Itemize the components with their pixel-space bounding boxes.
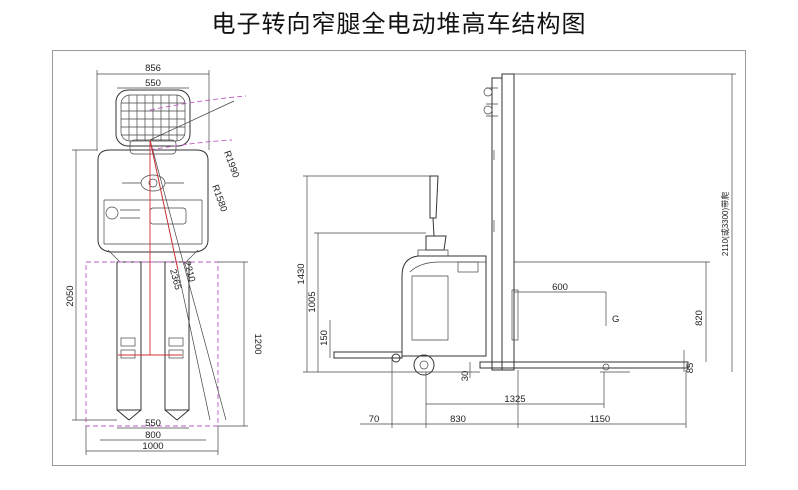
dim-r1990: R1990: [221, 149, 241, 179]
dim-1005: 1005: [307, 291, 318, 312]
dim-2050: 2050: [65, 285, 76, 306]
center-of-gravity-label: G: [612, 314, 619, 325]
drawing-frame: [52, 50, 746, 466]
dim-1000: 1000: [142, 441, 163, 452]
operator-platform: [115, 89, 191, 147]
fork-side: [479, 361, 689, 369]
dim-1200: 1200: [252, 333, 263, 354]
dim-1150: 1150: [590, 414, 610, 425]
dim-mast-height: 2110(或3300)带爬: [720, 192, 730, 256]
foot-platform: [333, 351, 403, 359]
dim-2210: 2210: [181, 260, 197, 283]
drive-wheel: [413, 354, 435, 376]
dim-r1580: R1580: [209, 183, 229, 213]
dim-70: 70: [369, 414, 380, 425]
truck-body-top: [97, 139, 209, 263]
r1990-arc: [149, 95, 247, 111]
dim-856: 856: [145, 63, 161, 74]
page-title: 电子转向窄腿全电动堆高车结构图: [211, 10, 587, 38]
pallet-outline: [85, 261, 219, 427]
dim-550-bottom: 550: [145, 418, 161, 429]
dim-820: 820: [694, 310, 705, 326]
dim-30: 30: [460, 371, 471, 382]
dim-550-top: 550: [145, 78, 161, 89]
dim-800: 800: [145, 430, 161, 441]
dim-1325: 1325: [504, 394, 525, 405]
dim-1430: 1430: [296, 263, 307, 284]
tiller: [425, 175, 447, 251]
dim-830: 830: [450, 414, 466, 425]
side-view: 1430 1005 150 600 G 820 2110(或3300)带爬 30…: [296, 73, 736, 428]
dim-150: 150: [319, 330, 330, 346]
dim-2365: 2365: [167, 268, 183, 291]
mast: [483, 73, 515, 371]
top-view: 856 550: [65, 63, 263, 455]
dim-85: 85: [685, 363, 696, 374]
truck-body-side: [401, 249, 487, 357]
dim-600: 600: [552, 282, 568, 293]
fork-left: [116, 261, 142, 421]
